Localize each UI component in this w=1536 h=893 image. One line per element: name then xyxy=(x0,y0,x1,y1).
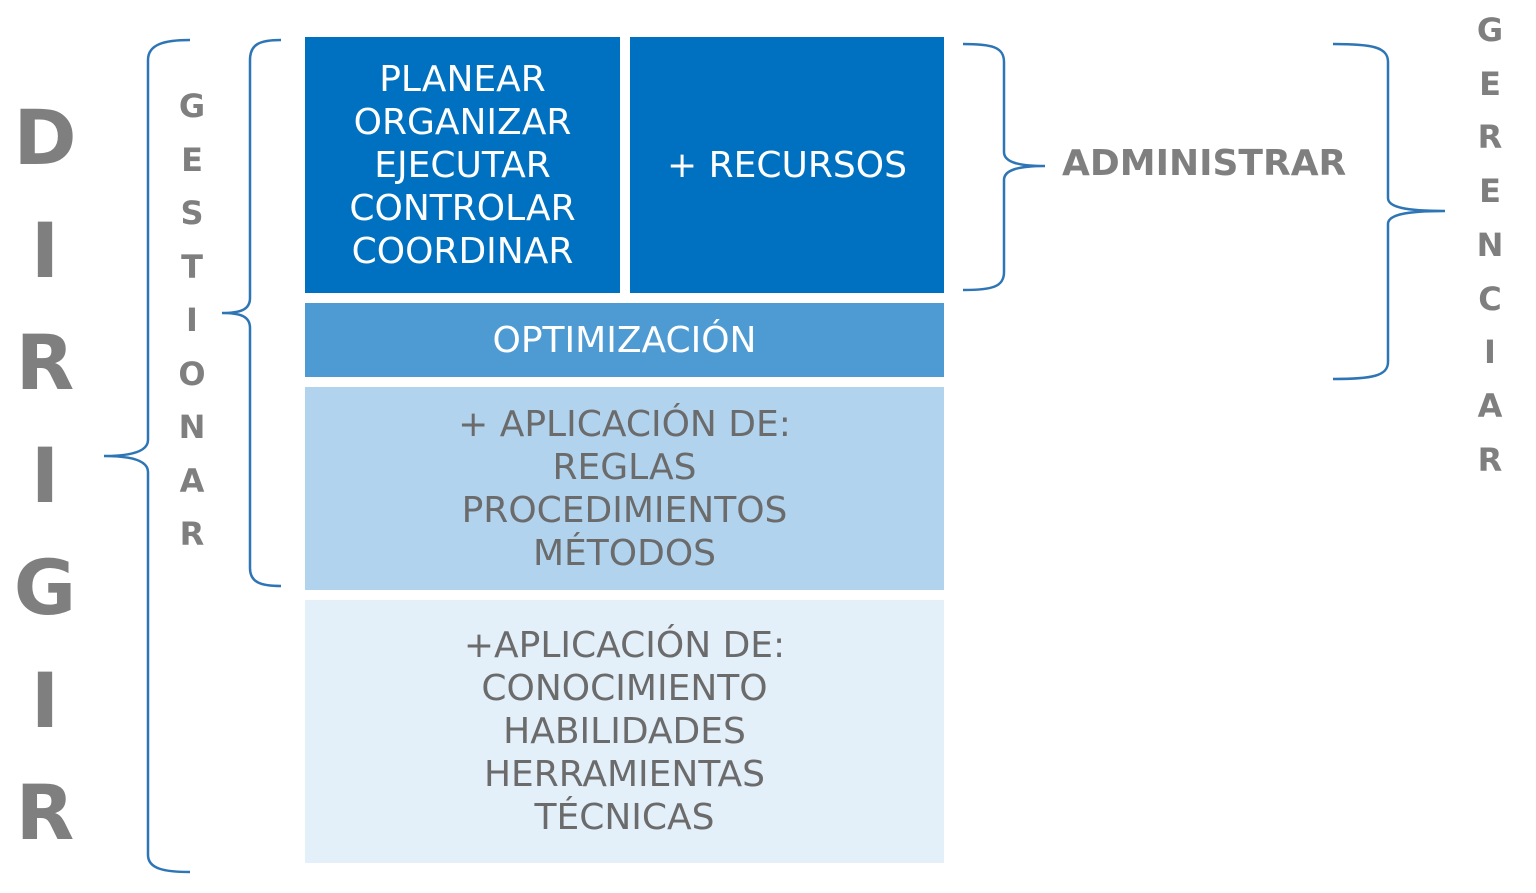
gerenciar-letter: I xyxy=(1484,333,1496,372)
administrar-label: ADMINISTRAR xyxy=(1062,143,1347,184)
dirigir-vertical-label: D I R I G I R xyxy=(8,82,82,870)
gerenciar-letter: E xyxy=(1479,172,1501,211)
funcion-text: COORDINAR xyxy=(351,230,574,272)
funcion-text: PLANEAR xyxy=(379,58,546,100)
gestionar-letter: E xyxy=(181,140,203,179)
gerenciar-letter: N xyxy=(1476,225,1504,264)
funcion-text: CONTROLAR xyxy=(349,187,576,229)
gestionar-letter: G xyxy=(178,87,206,125)
conocimiento-text: CONOCIMIENTO xyxy=(481,668,768,709)
recursos-text: + RECURSOS xyxy=(667,144,907,186)
reglas-text: PROCEDIMIENTOS xyxy=(461,489,788,531)
dirigir-letter: R xyxy=(15,318,75,407)
gerenciar-letter: G xyxy=(1476,11,1504,49)
conocimiento-text: TÉCNICAS xyxy=(534,797,715,838)
gestionar-letter: R xyxy=(179,515,205,553)
dirigir-letter: I xyxy=(30,205,60,295)
gestionar-bracket xyxy=(221,38,282,588)
dirigir-bracket xyxy=(103,38,191,874)
gestionar-letter: S xyxy=(180,194,204,232)
gerenciar-bracket xyxy=(1332,42,1446,381)
gestionar-letter: N xyxy=(178,408,206,446)
gerenciar-letter: E xyxy=(1479,64,1501,103)
reglas-box: + APLICACIÓN DE: REGLAS PROCEDIMIENTOS M… xyxy=(305,387,944,590)
reglas-text: MÉTODOS xyxy=(532,532,717,574)
optimizacion-box: OPTIMIZACIÓN xyxy=(305,303,944,377)
dirigir-letter: G xyxy=(13,543,77,632)
dirigir-letter: I xyxy=(30,430,60,520)
gestionar-letter: I xyxy=(186,301,198,339)
gestionar-letter: T xyxy=(181,247,203,286)
funciones-box: PLANEAR ORGANIZAR EJECUTAR CONTROLAR COO… xyxy=(305,37,620,293)
funcion-text: ORGANIZAR xyxy=(353,101,572,143)
reglas-text: + APLICACIÓN DE: xyxy=(458,403,791,445)
gerenciar-letter: C xyxy=(1478,279,1502,318)
dirigir-letter: R xyxy=(15,768,75,857)
dirigir-letter: I xyxy=(30,655,60,745)
conocimiento-text: +APLICACIÓN DE: xyxy=(463,625,786,666)
dirigir-letter: D xyxy=(13,93,77,182)
gestionar-letter: A xyxy=(179,461,205,500)
gerenciar-letter: A xyxy=(1477,386,1503,425)
conocimiento-text: HABILIDADES xyxy=(503,711,746,752)
conocimiento-text: HERRAMIENTAS xyxy=(483,754,766,795)
reglas-text: REGLAS xyxy=(552,446,697,488)
gestionar-letter: O xyxy=(178,354,206,393)
funcion-text: EJECUTAR xyxy=(374,144,551,186)
administrar-bracket xyxy=(962,42,1046,292)
gestionar-vertical-label: G E S T I O N A R xyxy=(172,80,212,562)
conocimiento-box: +APLICACIÓN DE: CONOCIMIENTO HABILIDADES… xyxy=(305,600,944,863)
gerenciar-letter: R xyxy=(1477,118,1503,157)
recursos-box: + RECURSOS xyxy=(630,37,944,293)
gerenciar-letter: R xyxy=(1477,440,1503,479)
optimizacion-text: OPTIMIZACIÓN xyxy=(492,319,757,361)
gerenciar-vertical-label: G E R E N C I A R xyxy=(1470,4,1510,487)
